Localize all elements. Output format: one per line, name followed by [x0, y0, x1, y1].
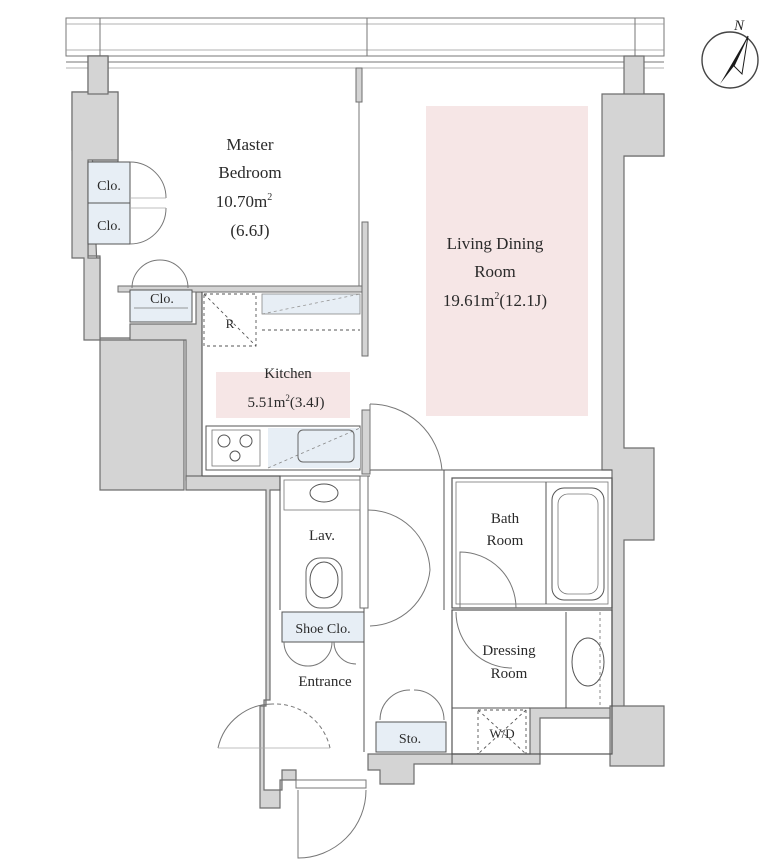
svg-text:(6.6J): (6.6J): [230, 221, 269, 240]
compass: N: [701, 18, 759, 89]
washbasin: [571, 612, 605, 706]
living-dining-label: Living Dining Room 19.61m2(12.1J): [443, 234, 547, 310]
closet-label-1: Clo.: [97, 179, 121, 194]
svg-text:19.61m2(12.1J): 19.61m2(12.1J): [443, 291, 547, 310]
refrigerator-space: [203, 293, 257, 347]
washer-dryer-space: [477, 709, 527, 755]
kitchen-label: Kitchen 5.51m2(3.4J): [248, 366, 325, 411]
lavatory-label: Lav.: [309, 528, 335, 544]
kitchen-upper-cabinet: [261, 293, 361, 331]
svg-text:5.51m2(3.4J): 5.51m2(3.4J): [248, 393, 325, 411]
compass-ring: [701, 31, 759, 89]
closet-stack: [87, 161, 167, 245]
svg-text:Room: Room: [487, 533, 524, 549]
structural-walls: [71, 55, 665, 809]
shoe-closet: [281, 611, 365, 667]
svg-text:Dressing: Dressing: [482, 643, 536, 659]
svg-text:Kitchen: Kitchen: [264, 366, 312, 382]
bath-room-label: Bath Room: [487, 511, 524, 549]
closet-label-3: Clo.: [150, 292, 174, 307]
storage-label: Sto.: [399, 732, 421, 747]
svg-text:10.70m2: 10.70m2: [216, 192, 272, 211]
bathtub: [551, 487, 605, 601]
master-bedroom-label: Master Bedroom 10.70m2 (6.6J): [216, 135, 282, 240]
kitchen-counter: [205, 425, 361, 471]
north-label: N: [733, 18, 745, 34]
living-room-highlight: [426, 106, 588, 416]
svg-text:Master: Master: [226, 135, 274, 154]
dressing-room-label: Dressing Room: [482, 643, 536, 682]
kitchen-label-highlight: [216, 372, 350, 418]
lavatory-fixtures: [283, 479, 361, 609]
doors: [217, 403, 517, 859]
closet-label-2: Clo.: [97, 219, 121, 234]
compass-needle-icon: [720, 36, 748, 84]
svg-text:Room: Room: [491, 666, 528, 682]
svg-text:Bedroom: Bedroom: [218, 163, 281, 182]
bedroom-closet: [129, 259, 193, 323]
balcony-railing: [65, 17, 665, 69]
svg-text:Bath: Bath: [491, 511, 520, 527]
svg-text:Room: Room: [474, 262, 516, 281]
interior-partitions: [117, 67, 613, 755]
svg-text:Living Dining: Living Dining: [447, 234, 544, 253]
shoe-closet-label: Shoe Clo.: [295, 622, 350, 637]
entrance-label: Entrance: [298, 674, 352, 690]
washer-dryer-label: W/D: [489, 726, 514, 741]
refrigerator-label: R: [226, 316, 235, 331]
